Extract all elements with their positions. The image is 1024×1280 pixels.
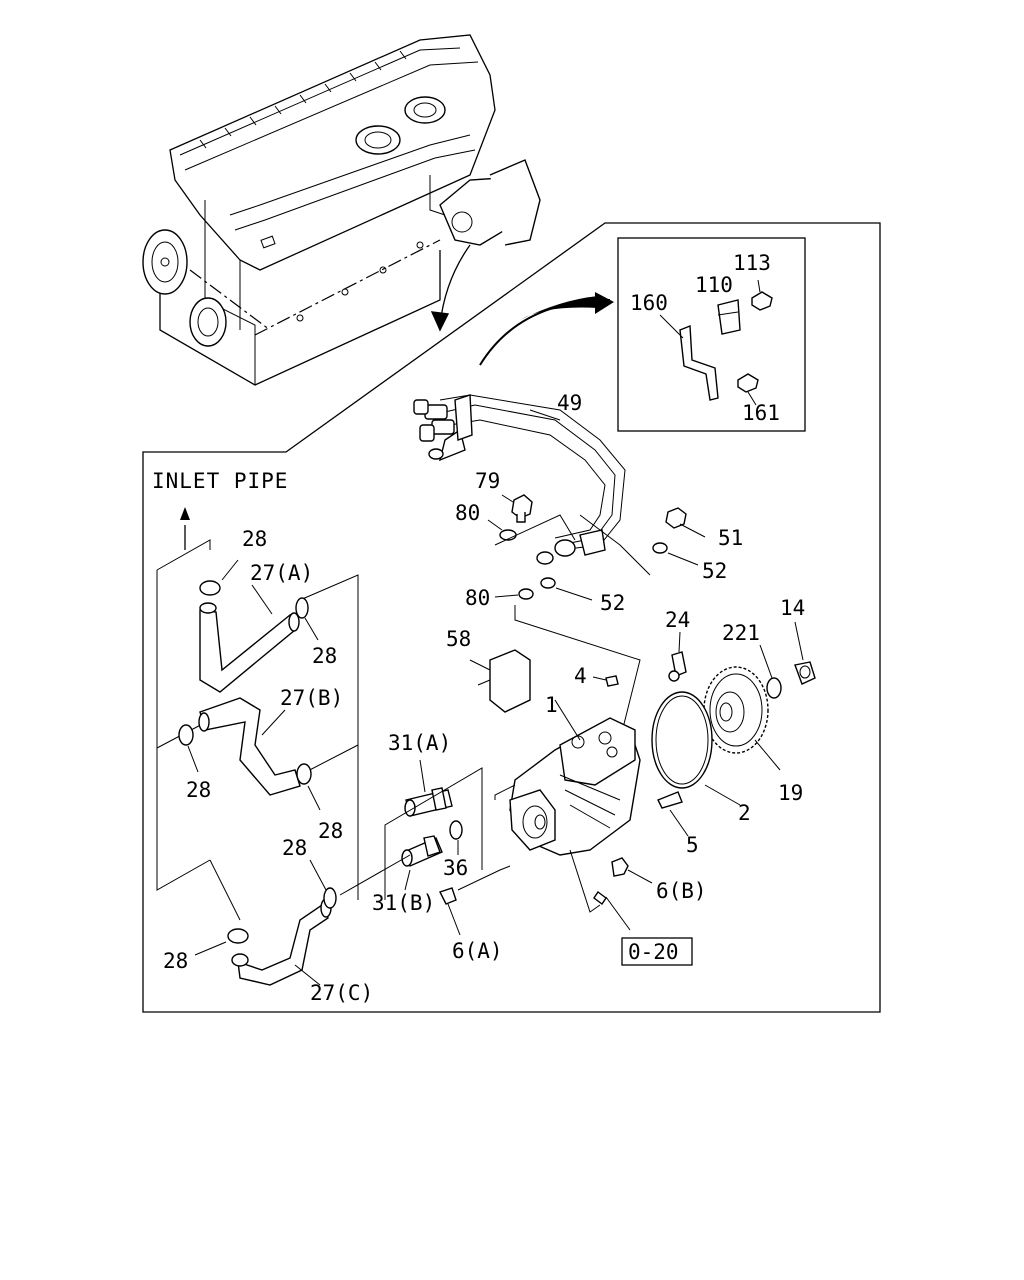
callout-52-upper: 52 bbox=[702, 559, 727, 583]
clamp-28-b bbox=[295, 597, 309, 619]
callout-2: 2 bbox=[738, 801, 751, 825]
callout-51: 51 bbox=[718, 526, 743, 550]
hose-27c bbox=[231, 898, 332, 986]
hose-27a bbox=[199, 584, 300, 693]
o-ring-2 bbox=[651, 691, 741, 806]
callout-6a: 6(A) bbox=[452, 939, 503, 963]
banjo-bolt-51 bbox=[665, 507, 706, 538]
inlet-pipe-label: INLET PIPE bbox=[152, 469, 288, 493]
callout-113: 113 bbox=[733, 251, 771, 275]
callout-27c: 27(C) bbox=[310, 981, 373, 1005]
callout-52-lower: 52 bbox=[600, 591, 625, 615]
callout-80-upper: 80 bbox=[455, 501, 480, 525]
nut-6a bbox=[439, 887, 461, 936]
callout-27b: 27(B) bbox=[280, 686, 343, 710]
callout-79: 79 bbox=[475, 469, 500, 493]
cover-58 bbox=[469, 649, 531, 713]
callout-28-c: 28 bbox=[186, 778, 211, 802]
clamp-28-d bbox=[296, 763, 312, 785]
hose-27b bbox=[198, 697, 301, 796]
callout-4: 4 bbox=[574, 664, 587, 688]
screw-4 bbox=[592, 675, 619, 687]
reference-box[interactable] bbox=[621, 937, 693, 966]
washer-52-lower bbox=[540, 577, 556, 589]
callout-1: 1 bbox=[545, 693, 558, 717]
callout-28-b: 28 bbox=[312, 644, 337, 668]
reference-box-label: 0-20 bbox=[628, 940, 679, 964]
clamp-28-f bbox=[323, 887, 337, 909]
nut-14 bbox=[794, 621, 816, 685]
callout-27a: 27(A) bbox=[250, 561, 313, 585]
callout-31b: 31(B) bbox=[372, 891, 435, 915]
washer-52-upper bbox=[652, 542, 668, 554]
banjo-bolt-79 bbox=[501, 494, 533, 523]
engine-block bbox=[142, 34, 541, 386]
callout-58: 58 bbox=[446, 627, 471, 651]
washer-80-lower bbox=[518, 588, 534, 600]
callout-28-a: 28 bbox=[242, 527, 267, 551]
callout-36: 36 bbox=[443, 856, 468, 880]
callout-28-f: 28 bbox=[163, 949, 188, 973]
callout-28-d: 28 bbox=[318, 819, 343, 843]
nut-6b bbox=[611, 857, 653, 884]
supply-pump-1 bbox=[509, 699, 641, 856]
callout-221: 221 bbox=[722, 621, 760, 645]
washer-36 bbox=[449, 820, 463, 840]
clamp-28-c bbox=[178, 724, 194, 746]
clamp-28-a bbox=[199, 580, 221, 596]
bolt-5 bbox=[657, 791, 689, 837]
callout-31a: 31(A) bbox=[388, 731, 451, 755]
fuel-pipe-49 bbox=[413, 394, 626, 565]
fitting-31b bbox=[401, 835, 443, 891]
callout-28-e: 28 bbox=[282, 836, 307, 860]
washer-221 bbox=[766, 677, 782, 699]
bracket-inset bbox=[479, 237, 806, 432]
callout-110: 110 bbox=[695, 273, 733, 297]
callout-161: 161 bbox=[742, 401, 780, 425]
callout-49: 49 bbox=[557, 391, 582, 415]
callout-5: 5 bbox=[686, 833, 699, 857]
callout-6b: 6(B) bbox=[656, 879, 707, 903]
fitting-31a bbox=[404, 759, 453, 817]
callout-19: 19 bbox=[778, 781, 803, 805]
callout-24: 24 bbox=[665, 608, 690, 632]
callout-80-lower: 80 bbox=[465, 586, 490, 610]
fitting-24 bbox=[668, 631, 687, 682]
diagram-frame bbox=[142, 222, 881, 1013]
callout-14: 14 bbox=[780, 596, 805, 620]
clamp-28-e bbox=[227, 928, 249, 944]
gear-19 bbox=[703, 666, 781, 771]
callout-160: 160 bbox=[630, 291, 668, 315]
